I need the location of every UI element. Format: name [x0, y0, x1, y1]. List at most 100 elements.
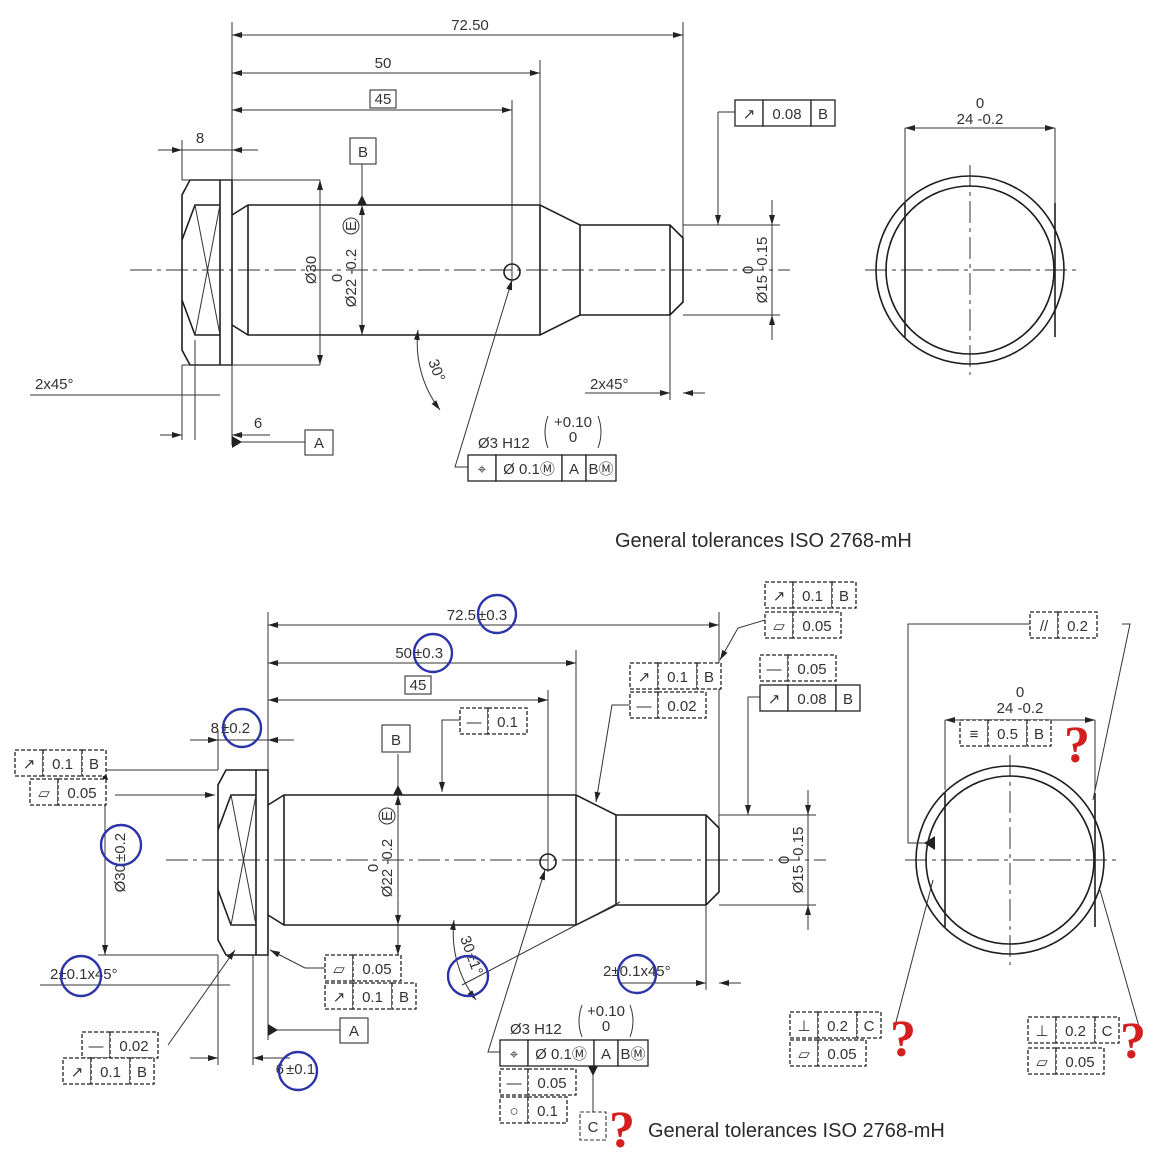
- fcf-b-perp-right-flat: ▱0.05: [1027, 1047, 1105, 1075]
- tolerance-value: 0.05: [1065, 1054, 1094, 1071]
- tolerance-value: 0.08: [797, 691, 826, 708]
- fcf-b-shaft-straight: —0.1: [459, 707, 528, 735]
- question-mark-perp-right: ?: [1120, 1013, 1146, 1070]
- highlight-circle: [476, 593, 518, 635]
- envelope-label: E: [379, 811, 396, 821]
- fcf-cell: [856, 1011, 882, 1039]
- fcf-symbol-cell: [14, 749, 44, 777]
- fcf-cell: [787, 684, 837, 712]
- dim-dia15: Ø15 -0.15: [790, 827, 807, 894]
- dim-8-tol: ±0.2: [221, 720, 250, 737]
- fcf-symbol-cell: [789, 1011, 819, 1039]
- fcf-cell: [1026, 719, 1052, 747]
- datum-reference: B: [89, 756, 99, 773]
- fcf-cell: [352, 954, 402, 982]
- tolerance-value: 0.05: [802, 618, 831, 635]
- fcf-b-chamfer-straight: —0.02: [81, 1031, 159, 1059]
- dim-dia22: Ø22 -0.2: [343, 249, 360, 307]
- fcf-symbol-cell: [62, 1057, 92, 1085]
- highlight-circle: [446, 954, 490, 998]
- general-tolerance-note-bottom: General tolerances ISO 2768-mH: [648, 1120, 945, 1142]
- tolerance-value: 0.1: [667, 669, 688, 686]
- dim-width24-upper: 0: [976, 95, 984, 112]
- tolerance-symbol-icon: ↗: [743, 106, 756, 123]
- datum-reference: B: [843, 691, 853, 708]
- top-drawing: 72.50 50 45 8 B Ø30 0 Ø22 -0.2 E 30° 2x4…: [30, 17, 1081, 468]
- dim-6-tol: ±0.1: [286, 1061, 315, 1078]
- tolerance-symbol-icon: ↗: [773, 588, 786, 605]
- fcf-symbol-cell: [764, 581, 794, 609]
- fcf-b-head-flat: ▱0.05: [29, 778, 107, 806]
- datum-a-label: A: [314, 435, 324, 452]
- tolerance-symbol-icon: —: [767, 661, 782, 678]
- tolerance-value: 0.05: [537, 1075, 566, 1092]
- datum-c-label: C: [588, 1119, 599, 1136]
- highlight-circle: [412, 632, 454, 674]
- tolerance-symbol-icon: ↗: [71, 1064, 84, 1081]
- chamfer-left: 2±0.1x45°: [50, 966, 118, 983]
- question-mark-symmetry: ?: [1064, 717, 1090, 774]
- datum-reference: B: [839, 588, 849, 605]
- envelope-symbol: [378, 807, 396, 825]
- fcf-cell: [1055, 1016, 1096, 1044]
- fcf-cell: [81, 749, 107, 777]
- tolerance-value: 0.1: [100, 1064, 121, 1081]
- chamfer-right: 2±0.1x45°: [603, 963, 671, 980]
- highlight-circle: [99, 823, 143, 867]
- datum-reference: A: [569, 461, 579, 478]
- fcf-cell: [527, 1039, 595, 1067]
- tolerance-value: 0.05: [67, 785, 96, 802]
- shaft-side-view: [130, 22, 790, 410]
- fcf-b-perp-left-flat: ▱0.05: [789, 1039, 867, 1067]
- tolerance-symbol-icon: ↗: [333, 989, 346, 1006]
- tolerance-symbol-icon: ○: [509, 1103, 518, 1120]
- fcf-cell: [810, 99, 836, 127]
- tolerance-value: 0.05: [362, 961, 391, 978]
- tolerance-value: 0.08: [772, 106, 801, 123]
- fcf-symbol-cell: [629, 691, 659, 719]
- fcf-b-face-flat: ▱0.05: [324, 954, 402, 982]
- fcf-cell: [831, 581, 857, 609]
- fcf-cell: [487, 707, 528, 735]
- envelope-label: E: [343, 221, 360, 231]
- fcf-cell: [817, 1011, 858, 1039]
- datum-reference: C: [864, 1018, 875, 1035]
- question-mark-perp-left: ?: [890, 1011, 916, 1068]
- fcf-symbol-cell: [1029, 611, 1059, 639]
- shaft-end-view: [864, 164, 1081, 376]
- datum-reference: A: [601, 1046, 611, 1063]
- shaft-end-view-annotated: [904, 754, 1121, 966]
- datum-a-label: A: [349, 1023, 359, 1040]
- datum-reference: BⓂ: [620, 1046, 645, 1063]
- dim-50-tol: ±0.3: [414, 645, 443, 662]
- dim-angle: 30: [456, 934, 478, 955]
- tolerance-value: 0.02: [667, 698, 696, 715]
- datum-b-label: B: [391, 732, 401, 749]
- tolerance-symbol-icon: ⊥: [1035, 1023, 1048, 1040]
- fcf-symbol-cell: [29, 778, 59, 806]
- tolerance-symbol-icon: ≡: [970, 726, 979, 743]
- highlight-circle: [221, 707, 263, 749]
- tolerance-symbol-icon: —: [89, 1038, 104, 1055]
- datum-reference: B: [704, 669, 714, 686]
- dim-dia15-upper: 0: [740, 266, 757, 274]
- fcf-cell: [657, 691, 707, 719]
- fcf-symbol-cell: [324, 954, 354, 982]
- tolerance-value: 0.2: [1067, 618, 1088, 635]
- datum-reference: B: [1034, 726, 1044, 743]
- dim-dia22: Ø22 -0.2: [379, 839, 396, 897]
- fcf-cell: [90, 1057, 131, 1085]
- fcf-symbol-cell: [764, 611, 794, 639]
- fcf-symbol-cell: [459, 707, 489, 735]
- fcf-symbol-cell: [324, 982, 354, 1010]
- fcf-b-pos-straight: —0.05: [499, 1068, 577, 1096]
- tolerance-symbol-icon: —: [637, 698, 652, 715]
- hole-size: Ø3 H12: [510, 1021, 562, 1038]
- basic-dim-box: [404, 675, 432, 695]
